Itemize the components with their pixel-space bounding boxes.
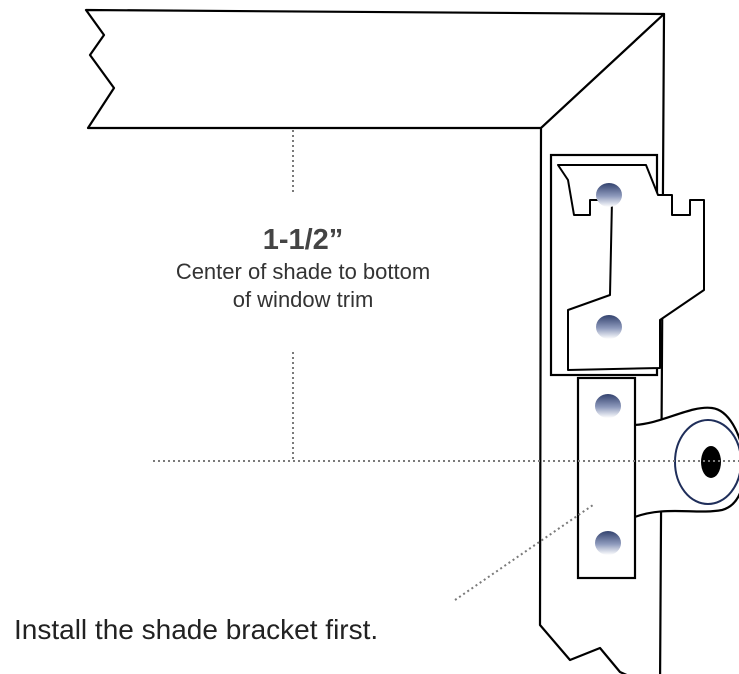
measurement-description-line1: Center of shade to bottom: [175, 259, 431, 284]
screw-head-icon: [596, 183, 622, 207]
roller-pin-icon: [674, 419, 739, 505]
screw-head-icon: [595, 531, 621, 555]
screw-head-icon: [595, 394, 621, 418]
upper-bracket-clip: [557, 164, 705, 371]
screw-head-icon: [596, 315, 622, 339]
install-caption: Install the shade bracket first.: [14, 614, 379, 645]
measurement-label: 1-1/2” Center of shade to bottom of wind…: [100, 222, 506, 314]
measurement-value: 1-1/2”: [262, 224, 344, 256]
measurement-description-line2: of window trim: [232, 287, 374, 312]
